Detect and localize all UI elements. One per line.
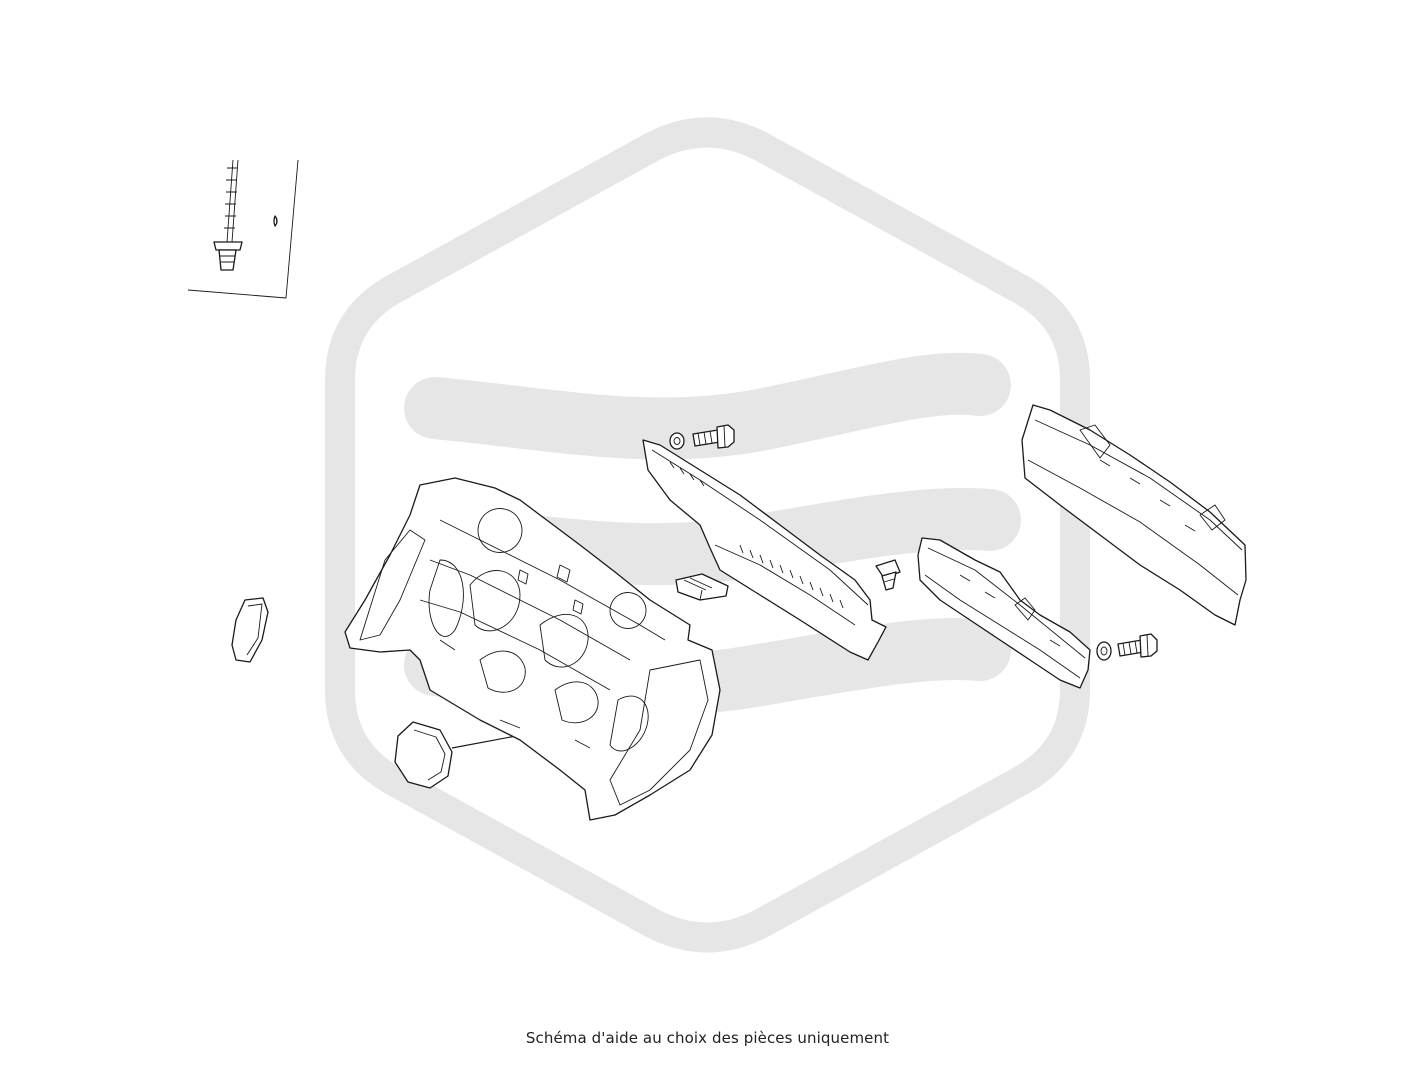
washer-icon[interactable] [1096,641,1112,661]
bolt-icon[interactable] [1117,633,1158,658]
reinforcement-icon[interactable] [917,537,1091,689]
plug-cover-icon[interactable] [231,597,269,663]
sill-panel-icon[interactable] [1021,404,1247,626]
bolt-icon[interactable] [692,424,735,449]
clip-icon[interactable] [875,559,901,591]
rivet-bolt-icon[interactable] [187,159,299,299]
rear-panel-icon[interactable] [344,477,721,821]
washer-icon[interactable] [669,432,685,450]
cross-member-icon[interactable] [642,439,887,661]
diagram-caption: Schéma d'aide au choix des pièces unique… [525,1029,890,1047]
bracket-icon[interactable] [675,573,729,601]
